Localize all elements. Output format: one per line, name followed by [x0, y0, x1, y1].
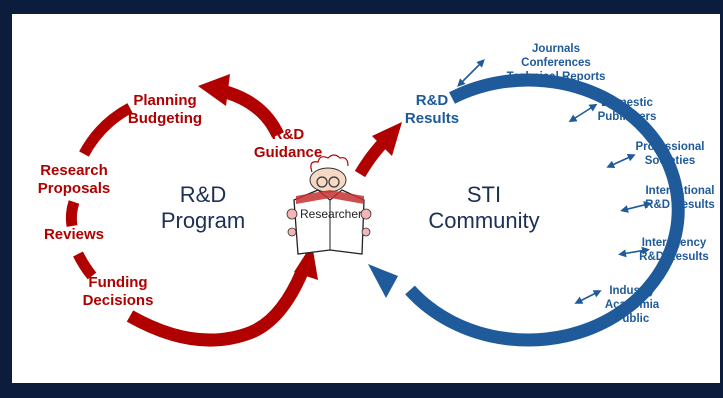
reviews-label: Reviews	[43, 226, 105, 243]
glasses-left	[316, 176, 328, 188]
book-top-red	[296, 190, 364, 204]
international-output: International R&D Results	[640, 184, 720, 212]
public-text: Public	[614, 313, 650, 325]
societies-text: Societies	[644, 155, 696, 167]
diagram-graphics	[65, 59, 685, 347]
left-arc-top	[79, 103, 133, 157]
glasses-right	[328, 176, 340, 188]
research-proposals-label: Research Proposals	[32, 162, 116, 198]
publishers-text: Publishers	[597, 111, 657, 123]
guidance-line1: R&D	[271, 126, 305, 143]
program-title-line2: Program	[160, 208, 246, 233]
interagency-text: Interagency	[641, 237, 707, 249]
arrow-journals	[457, 59, 485, 87]
researcher-label: Researcher	[300, 207, 363, 221]
program-cycle-arrows	[65, 74, 402, 347]
professional-output: Professional Societies	[630, 140, 710, 168]
left-arc-low	[73, 251, 97, 280]
journals-text: Journals	[532, 43, 580, 55]
funding-text: Funding	[88, 274, 148, 291]
researcher-head	[309, 167, 347, 193]
interagency-output: Interagency R&D Results	[634, 236, 714, 264]
professional-text: Professional	[635, 141, 705, 153]
planning-budgeting-label: Planning Budgeting	[120, 92, 210, 128]
arrow-international	[620, 201, 652, 213]
domestic-text: Domestic	[601, 97, 653, 109]
rd-results-label: R&D Results	[394, 92, 470, 128]
sti-arrowhead	[368, 264, 398, 298]
academia-text: Academia	[604, 299, 660, 311]
program-title: R&D Program	[143, 182, 263, 234]
funding-decisions-label: Funding Decisions	[78, 274, 158, 310]
researcher-illustration	[286, 154, 372, 255]
budgeting-text: Budgeting	[127, 110, 203, 127]
arrow-industry	[574, 290, 602, 304]
output-arrows	[457, 59, 652, 304]
technical-reports-text: Technical Reports	[506, 71, 606, 83]
foot-right	[361, 227, 371, 237]
funding-arc	[126, 269, 308, 347]
industry-output: Industry Academia Public	[600, 284, 664, 326]
guidance-arrowhead	[198, 74, 230, 106]
funding-arrowhead	[294, 244, 318, 280]
rd-results-line1: R&D	[415, 92, 449, 109]
planning-text: Planning	[133, 92, 197, 109]
sti-title-line1: STI	[466, 182, 502, 207]
arrow-professional	[606, 154, 636, 168]
rd-results-line2: Results	[404, 110, 460, 127]
decisions-text: Decisions	[82, 292, 154, 309]
sti-big-arc	[405, 73, 685, 347]
left-arc-mid	[65, 200, 80, 227]
hand-right	[360, 208, 372, 220]
arrow-interagency	[618, 246, 650, 258]
industry-text: Industry	[609, 285, 655, 297]
conferences-text: Conferences	[521, 57, 591, 69]
journals-output: Journals Conferences Technical Reports	[496, 42, 616, 84]
sti-cycle-arrows	[368, 73, 685, 347]
arrow-domestic	[568, 103, 598, 123]
results-arrowhead	[372, 122, 402, 156]
guidance-line2: Guidance	[253, 144, 323, 161]
diagram-canvas: R&D Program STI Community Researcher Pla…	[12, 14, 720, 383]
hand-left	[286, 208, 298, 220]
international-text: International	[645, 185, 715, 197]
proposals-text: Proposals	[37, 180, 111, 197]
guidance-label: R&D Guidance	[248, 126, 328, 162]
program-title-line1: R&D	[179, 182, 227, 207]
domestic-output: Domestic Publishers	[592, 96, 662, 124]
sti-title: STI Community	[424, 182, 544, 234]
foot-left	[287, 227, 297, 237]
researcher-hair	[310, 154, 349, 173]
international-results-text: R&D Results	[645, 199, 715, 211]
research-text: Research	[40, 162, 108, 179]
sti-title-line2: Community	[428, 208, 540, 233]
researcher-to-results-arc	[354, 137, 389, 178]
interagency-results-text: R&D Results	[639, 251, 709, 263]
